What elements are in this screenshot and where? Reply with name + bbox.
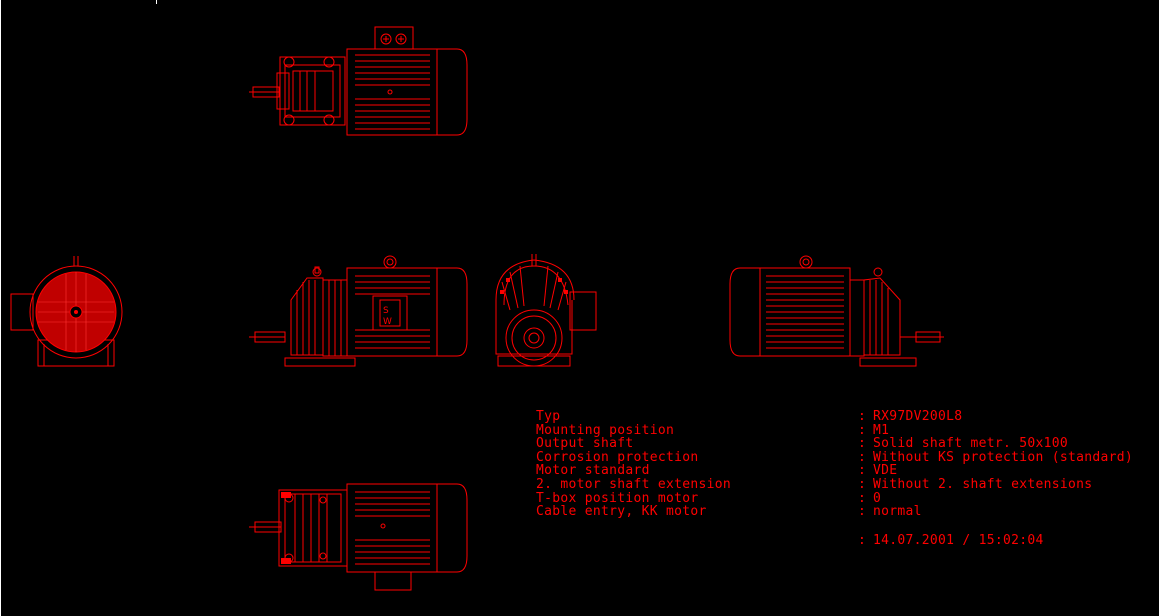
spec-separator: : (858, 490, 867, 506)
left-end-view-drawing (10, 256, 123, 367)
timestamp-value: 14.07.2001 / 15:02:04 (873, 533, 1044, 548)
spec-separator: : (858, 436, 867, 452)
spec-row: Motor standard: VDE (536, 464, 1133, 478)
spec-separator: : (858, 463, 867, 479)
spec-value: M1 (873, 422, 890, 438)
spec-row: 2. motor shaft extension: Without 2. shaf… (536, 478, 1133, 492)
spec-value: normal (873, 504, 922, 520)
bottom-view-drawing (249, 483, 468, 591)
spec-value: Without KS protection (standard) (873, 449, 1134, 465)
spec-row: Output shaft: Solid shaft metr. 50x100 (536, 437, 1133, 451)
spec-value: RX97DV200L8 (873, 409, 963, 424)
spec-label: Mounting position (536, 422, 675, 438)
spec-table: Typ: RX97DV200L8 Mounting position: M1 Out… (536, 410, 1133, 519)
front-view-drawing: S W (249, 255, 468, 367)
motor-end-view-drawing (495, 254, 597, 367)
frame-left-edge (0, 0, 1, 616)
spec-separator: : (858, 422, 867, 438)
spec-row: Mounting position: M1 (536, 422, 1133, 438)
svg-text:W: W (383, 317, 392, 327)
spec-value: 0 (873, 490, 882, 506)
spec-value: Solid shaft metr. 50x100 (873, 436, 1069, 452)
spec-label: 2. motor shaft extension (536, 476, 732, 492)
spec-label: Corrosion protection (536, 449, 699, 465)
spec-label: Motor standard (536, 463, 650, 479)
timestamp-line: :14.07.2001 / 15:02:04 (858, 533, 1044, 548)
spec-separator: : (858, 476, 867, 492)
svg-text:S: S (383, 306, 389, 316)
top-view-drawing (249, 26, 468, 136)
spec-value: Without 2. shaft extensions (873, 476, 1093, 492)
frame-top-tick (156, 0, 157, 4)
spec-row: T-box position motor:0 (536, 490, 1133, 506)
spec-row: Typ: RX97DV200L8 (536, 410, 1133, 424)
spec-label: T-box position motor (536, 490, 699, 506)
spec-separator: : (858, 504, 867, 520)
spec-value: VDE (873, 463, 898, 479)
timestamp-separator: : (858, 533, 867, 548)
spec-row: Cable entry, KK motor: normal (536, 505, 1133, 519)
spec-label: Output shaft (536, 436, 634, 452)
spec-row: Corrosion protection: Without KS protecti… (536, 451, 1133, 465)
spec-label: Cable entry, KK motor (536, 504, 707, 520)
spec-separator: : (858, 449, 867, 465)
spec-separator: : (858, 409, 867, 424)
rear-view-drawing (729, 255, 944, 367)
spec-label: Typ (536, 409, 561, 424)
